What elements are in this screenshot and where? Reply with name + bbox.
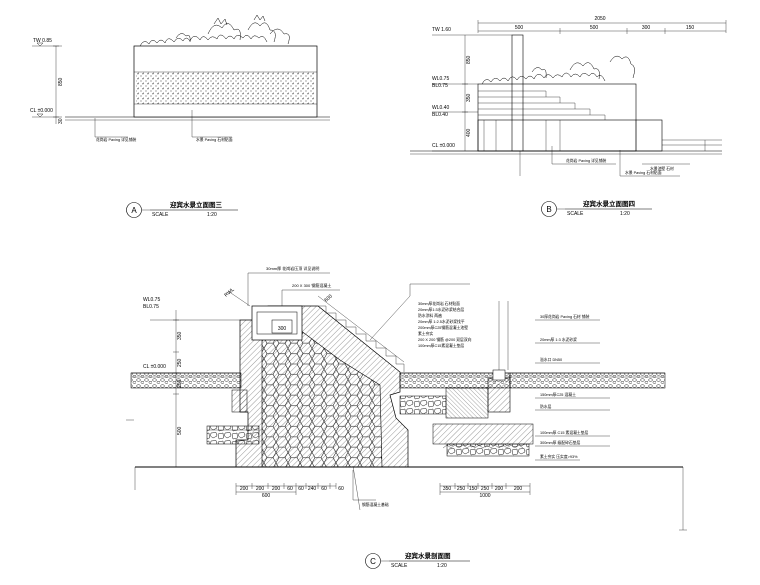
dim-c-br-total: 1000 [479,493,490,499]
note-c-right-6: 100mm厚 C15 素混凝土垫层 [540,430,589,435]
dim-c-bl-4: 60 [287,486,293,492]
note-c-right-3: 溢水口 DN50 [540,357,562,362]
elevation-view-a: 850 30 TW 0.85 CL ±0.000 花岗岩 Paving 详见铺装… [30,14,330,218]
dim-c-left-4: 500 [177,426,183,435]
dim-c-br-4: 250 [481,486,490,492]
dim-c-bm-3: 60 [321,486,327,492]
planting-shrubs-b [481,55,635,85]
elev-c-bl: BL0.75 [143,304,159,310]
right-notes: 30厚花岗岩 Paving 石材 铺装 20mm厚 1:3 水泥砂浆 溢水口 D… [535,314,610,461]
view-a-scale-word: SCALE [152,212,169,218]
dim-c-br-5: 200 [495,486,504,492]
dim-side-1: 850 [466,55,472,64]
dim-c-bm-2: 240 [308,486,317,492]
note-c-center-8: 100mm厚C15素混凝土垫层 [418,343,464,348]
view-b-title: 迎宾水景立面图四 [583,199,636,208]
note-c-left-2: 200 X 300 钢筋混凝土 [292,282,331,288]
view-c-scale-value: 1:20 [437,563,447,569]
dim-c-bl-2: 200 [256,486,265,492]
note-c-right-5: 防水层 [540,404,552,409]
center-notes: 30mm厚花岗岩 石材贴面 20mm厚1:3水泥砂浆结合层 防水涂料 两遍 20… [418,301,472,348]
note-b-2: 水景 Paving 石材贴面 [625,170,662,175]
dim-c-left-2: 250 [177,358,183,367]
view-b-scale-value: 1:20 [620,211,630,217]
note-paving: 花岗岩 Paving 详见铺装 [96,137,137,142]
note-c-center-1: 30mm厚花岗岩 石材贴面 [418,301,460,306]
view-marker-a [126,202,142,218]
note-c-right-4: 150mm厚C25 混凝土 [540,392,576,397]
dim-seg-1: 500 [515,25,524,31]
planting-shrubs [139,14,290,47]
note-c-center-5: 200mm厚C25钢筋混凝土池壁 [418,325,468,330]
elev-bl1: BL0.75 [432,83,448,89]
note-c-right-7: 300mm厚 级配碎石垫层 [540,440,580,445]
elev-wl2: WL0.40 [432,105,449,111]
marker-letter-a: A [131,206,137,215]
dim-c-br-3: 150 [469,486,478,492]
view-a-scale-value: 1:20 [207,212,217,218]
slope-dim-1: RWL [223,287,235,299]
note-c-right-2: 20mm厚 1:3 水泥砂浆 [540,337,577,342]
note-c-center-4: 20mm厚 1:2.5水泥砂浆找平 [418,319,465,324]
dim-c-br-2: 250 [457,486,466,492]
view-a-title: 迎宾水景立面图三 [170,200,223,209]
section-view-c: 300 RWL 600 WL0.75 BL0.75 CL ±0.000 350 … [126,265,687,569]
tall-post [511,34,524,152]
dim-side-2: 350 [466,93,472,102]
dim-c-bl-1: 200 [240,486,249,492]
dim-c-br-6: 200 [514,486,523,492]
note-c-center-6: 素土夯实 [418,331,433,336]
elevation-view-b: 2050 500 500 300 150 [410,16,727,217]
slope-dim-2: 600 [323,293,333,303]
note-c-center-7: 200 X 200 钢筋 @200 双层双向 [418,337,472,342]
elev-ground-label: CL ±0.000 [30,108,53,114]
note-b-3: 水景池壁 石材 [650,166,674,171]
dim-small: 30 [58,118,64,124]
note-c-right-1: 30厚花岗岩 Paving 石材 铺装 [540,314,590,319]
dim-c-bm-1: 60 [298,486,304,492]
dim-seg-4: 150 [686,25,695,31]
dim-c-left-1: 350 [177,331,183,340]
view-b-scale-word: SCALE [567,211,584,217]
dim-total: 2050 [594,16,605,22]
note-c-center-3: 防水涂料 两遍 [418,313,442,318]
dim-seg-3: 300 [642,25,651,31]
marker-letter-b: B [546,205,551,214]
elev-c-wl: WL0.75 [143,297,160,303]
elev-bl2: BL0.40 [432,112,448,118]
note-b-1: 花岗岩 Paving 详见铺装 [566,158,607,163]
elev-top-b: TW 1.60 [432,27,451,33]
dim-c-br-1: 350 [443,486,452,492]
dim-c-bm-4: 60 [338,486,344,492]
dim-height: 850 [58,77,64,86]
note-c-right-8: 素土夯实 压实度>93% [540,454,578,459]
dim-c-bl-total: 600 [262,493,271,499]
dim-side-3: 400 [466,128,472,137]
view-marker-c [365,553,381,569]
elev-top-label: TW 0.85 [33,38,52,44]
elev-wl1: WL0.75 [432,76,449,82]
elev-c-ground: CL ±0.000 [143,364,166,370]
dim-seg-2: 500 [590,25,599,31]
marker-letter-c: C [370,557,376,566]
note-cladding: 水景 Paving 石材贴面 [196,137,233,142]
box-dim: 300 [278,326,287,332]
dim-c-left-3: 250 [177,379,183,388]
note-c-bottom: 钢筋混凝土基础 [362,502,389,507]
view-c-scale-word: SCALE [391,563,408,569]
note-c-left-1: 30mm厚 花岗岩压顶 详见说明 [266,265,319,271]
view-c-title: 迎宾水景剖面图 [405,551,451,560]
view-marker-b [541,201,557,217]
dim-c-bl-3: 200 [272,486,281,492]
note-c-center-2: 20mm厚1:3水泥砂浆结合层 [418,307,464,312]
elev-ground-b: CL ±0.000 [432,143,455,149]
